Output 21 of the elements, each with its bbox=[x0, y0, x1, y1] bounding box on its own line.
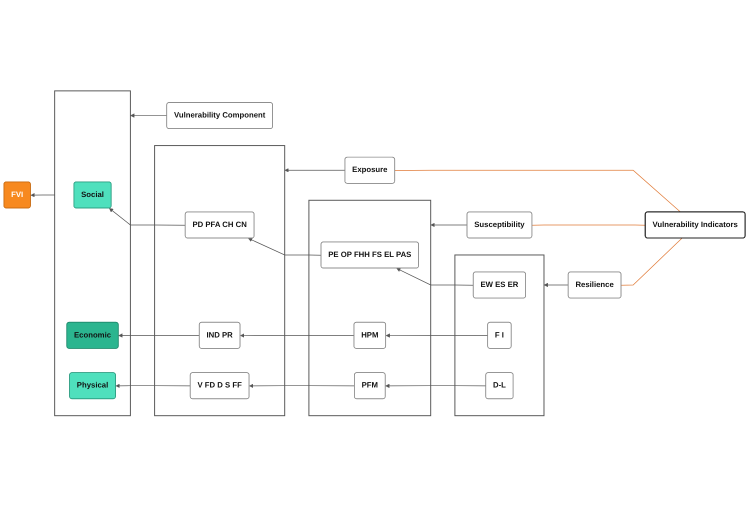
arrow bbox=[130, 113, 168, 118]
cluster bbox=[308, 200, 432, 416]
cluster bbox=[54, 90, 131, 416]
arrow bbox=[385, 383, 486, 388]
connector bbox=[532, 224, 646, 226]
connector bbox=[394, 170, 681, 212]
arrow bbox=[30, 192, 56, 197]
cluster bbox=[154, 144, 286, 416]
arrow bbox=[109, 208, 186, 226]
arrow bbox=[396, 268, 474, 286]
arrow bbox=[284, 168, 346, 172]
arrow bbox=[544, 282, 569, 287]
arrow bbox=[386, 333, 488, 338]
arrow bbox=[430, 222, 468, 227]
arrow bbox=[116, 383, 191, 388]
arrow bbox=[248, 238, 322, 256]
arrow bbox=[118, 333, 200, 338]
arrow bbox=[240, 333, 355, 338]
connector bbox=[620, 238, 682, 286]
arrow bbox=[249, 383, 355, 388]
cluster bbox=[454, 254, 544, 416]
